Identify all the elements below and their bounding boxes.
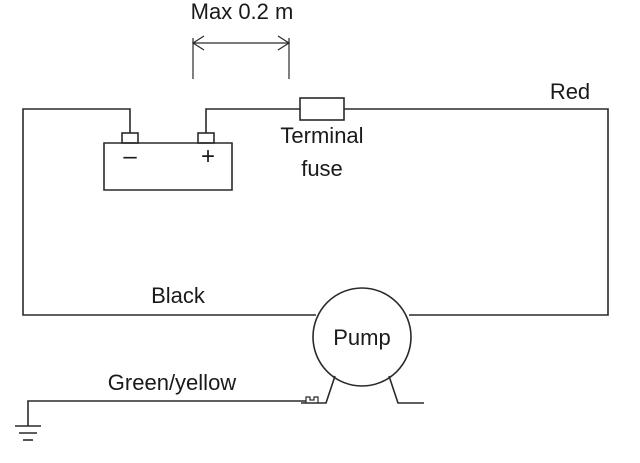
pump-foot-left <box>301 375 336 404</box>
pump-label: Pump <box>333 325 390 350</box>
battery-body <box>103 142 233 191</box>
terminal-fuse <box>299 97 345 121</box>
battery-plus-symbol: + <box>201 143 215 170</box>
black-wire <box>22 108 316 316</box>
fuse-label-line2: fuse <box>301 156 343 181</box>
pump-body <box>312 287 412 387</box>
red-wire-battery-to-fuse <box>205 108 300 133</box>
battery: – + <box>103 132 233 191</box>
dimension-arrow-left <box>191 35 205 51</box>
battery-terminal-positive <box>197 132 215 144</box>
pump-foot-right <box>388 375 424 404</box>
pump-ground-terminal <box>305 396 319 403</box>
fuse-label-line1: Terminal <box>280 123 363 148</box>
dimension-arrow-right <box>277 35 291 51</box>
battery-terminal-negative <box>121 132 139 144</box>
distance-dimension: Max 0.2 m <box>191 0 294 79</box>
black-wire-label: Black <box>151 283 206 308</box>
earth-wire-label: Green/yellow <box>108 370 237 395</box>
red-wire-fuse-to-pump <box>344 108 609 316</box>
earth-wire <box>27 400 306 426</box>
max-distance-label: Max 0.2 m <box>191 0 294 24</box>
battery-minus-symbol: – <box>123 143 137 170</box>
pump: Pump <box>301 287 424 404</box>
ground-icon <box>15 425 41 441</box>
red-wire-label: Red <box>550 79 590 104</box>
